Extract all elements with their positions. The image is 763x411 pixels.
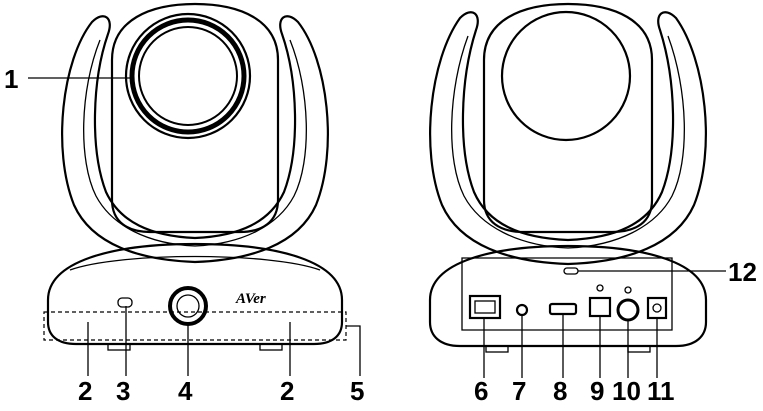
back-rs232-screw (624, 286, 632, 294)
back-dc-pin (652, 303, 662, 313)
back-audio-jack (515, 303, 529, 317)
back-dc-port (646, 296, 668, 320)
back-head (482, 2, 654, 234)
back-usb-port (588, 296, 612, 318)
front-base-top (46, 242, 344, 301)
front-lens-glass (138, 26, 238, 126)
callout-7: 7 (512, 376, 526, 406)
callout-6: 6 (474, 376, 488, 406)
back-head-round (500, 10, 632, 142)
back-arm-inner (451, 35, 685, 249)
back-arm-outer (429, 11, 707, 266)
callout-5: 5 (350, 376, 364, 406)
back-hdmi-port (548, 302, 578, 316)
callout-2b: 2 (280, 376, 294, 406)
back-view (428, 2, 726, 378)
front-head (110, 2, 280, 234)
front-dashed-band (43, 311, 347, 341)
front-foot-right (259, 343, 283, 351)
back-base-top (428, 244, 708, 301)
back-panel (461, 257, 673, 331)
back-usb-screw (596, 284, 604, 292)
front-arm-inner (83, 39, 307, 247)
back-rs232-port (616, 298, 640, 322)
back-foot-left (485, 345, 509, 353)
callout-9: 9 (590, 376, 604, 406)
front-base-body (46, 300, 344, 346)
front-lens-housing (124, 12, 252, 140)
callout-2a: 2 (78, 376, 92, 406)
callout-10: 10 (612, 376, 641, 406)
front-button-inner (176, 294, 200, 318)
front-view: AVer (28, 2, 361, 376)
callout-3: 3 (116, 376, 130, 406)
back-slot-12 (563, 267, 579, 275)
callout-12: 12 (728, 257, 757, 287)
front-base-ridge (69, 255, 321, 271)
front-arm-outer (61, 15, 329, 264)
back-lan-inner (474, 300, 496, 314)
callout-11: 11 (647, 376, 675, 406)
front-lens-ring (129, 17, 247, 135)
front-button (168, 286, 208, 326)
leader-5 (346, 325, 361, 376)
front-foot-left (107, 343, 131, 351)
callout-1: 1 (4, 64, 18, 94)
back-base-body (428, 300, 708, 348)
callout-8: 8 (553, 376, 567, 406)
callout-4: 4 (178, 376, 193, 406)
front-status-led (117, 297, 133, 308)
front-logo: AVer (235, 291, 266, 307)
back-lan-port (468, 294, 502, 320)
callout-labels: 1 2 3 4 2 5 6 7 8 9 10 11 12 (4, 64, 757, 406)
